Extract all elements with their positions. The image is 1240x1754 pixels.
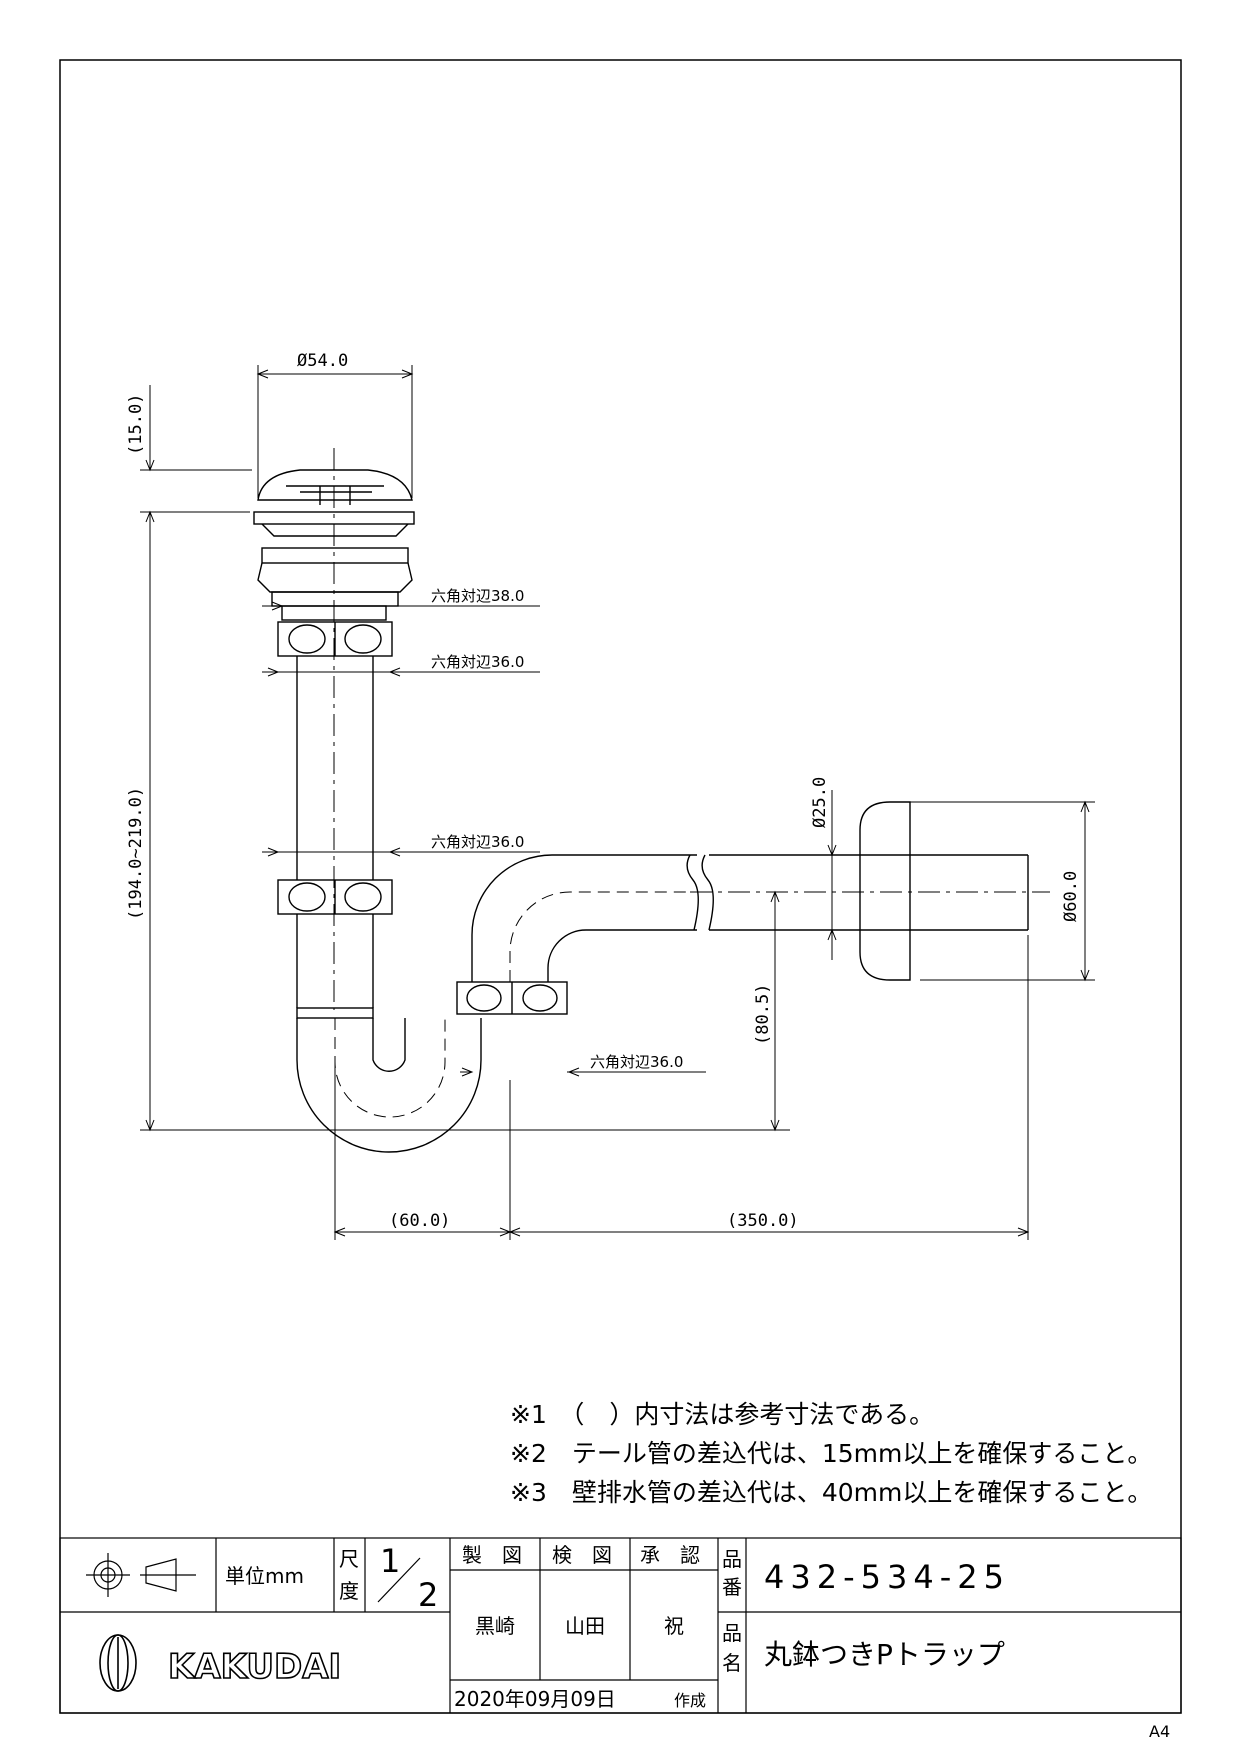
dimension-labels: Ø54.0 (15.0) (194.0~219.0) 六角対辺38.0 六角対辺… — [126, 351, 1081, 1231]
kakudai-logo: KAKUDAI — [99, 1634, 342, 1692]
dim-hex-nut-3: 六角対辺36.0 — [431, 833, 524, 851]
third-angle-projection-icon — [86, 1553, 196, 1597]
dim-trap-height: (80.5) — [753, 984, 773, 1045]
scale-denominator: 2 — [418, 1576, 438, 1614]
part-no-label-2: 番 — [722, 1575, 742, 1599]
dim-wall-length: (350.0) — [727, 1211, 799, 1231]
title-block-text: 単位mm 尺 度 1 2 製 図 検 図 承 認 黒崎 山田 祝 2020年09… — [225, 1542, 1010, 1711]
dim-flange-diameter: Ø60.0 — [1061, 871, 1081, 922]
scale-label-2: 度 — [339, 1579, 359, 1603]
u-bend-inner — [372, 1018, 406, 1072]
u-bend-outer — [296, 1018, 482, 1153]
approved-label: 承 認 — [640, 1543, 700, 1567]
created-label: 作成 — [674, 1691, 706, 1710]
dim-hex-nut-2: 六角対辺36.0 — [431, 653, 524, 671]
part-name-label-1: 品 — [722, 1621, 742, 1645]
trap-upper-outer — [471, 854, 697, 982]
dim-hex-nut-4: 六角対辺36.0 — [590, 1053, 683, 1071]
dim-total-height: (194.0~219.0) — [126, 787, 146, 920]
part-name-label-2: 名 — [722, 1651, 742, 1675]
checked-by: 山田 — [565, 1614, 605, 1638]
trap-upper-inner — [547, 929, 697, 982]
cap-shape — [257, 469, 413, 501]
company-name: KAKUDAI — [168, 1647, 341, 1687]
dim-cap-height: (15.0) — [126, 394, 146, 455]
drawn-label: 製 図 — [462, 1543, 522, 1567]
dim-horizontal-offset: (60.0) — [389, 1211, 450, 1231]
title-block — [59, 1537, 1182, 1714]
dim-pipe-diameter: Ø25.0 — [810, 777, 830, 828]
approved-by: 祝 — [664, 1614, 684, 1638]
note-2: ※2 テール管の差込代は、15mm以上を確保すること。 — [510, 1439, 1152, 1468]
unit-label: 単位mm — [225, 1564, 304, 1588]
scale-numerator: 1 — [380, 1542, 400, 1580]
note-3: ※3 壁排水管の差込代は、40mm以上を確保すること。 — [510, 1478, 1152, 1507]
notes: ※1 （ ）内寸法は参考寸法である。 ※2 テール管の差込代は、15mm以上を確… — [510, 1400, 1152, 1507]
wall-flange — [859, 801, 911, 981]
checked-label: 検 図 — [552, 1543, 612, 1567]
creation-date: 2020年09月09日 — [454, 1687, 616, 1711]
dim-cap-diameter: Ø54.0 — [297, 351, 348, 371]
paper-size: A4 — [1149, 1722, 1170, 1741]
part-number: 432-534-25 — [764, 1558, 1010, 1596]
part-name: 丸鉢つきPトラップ — [764, 1638, 1005, 1671]
part-no-label-1: 品 — [722, 1547, 742, 1571]
dimension-lines — [140, 365, 1095, 1240]
note-1: ※1 （ ）内寸法は参考寸法である。 — [510, 1400, 934, 1429]
scale-label-1: 尺 — [339, 1547, 359, 1571]
drawn-by: 黒崎 — [475, 1614, 515, 1638]
dim-hex-nut-1: 六角対辺38.0 — [431, 587, 524, 605]
trap-drawing — [253, 448, 1050, 1153]
